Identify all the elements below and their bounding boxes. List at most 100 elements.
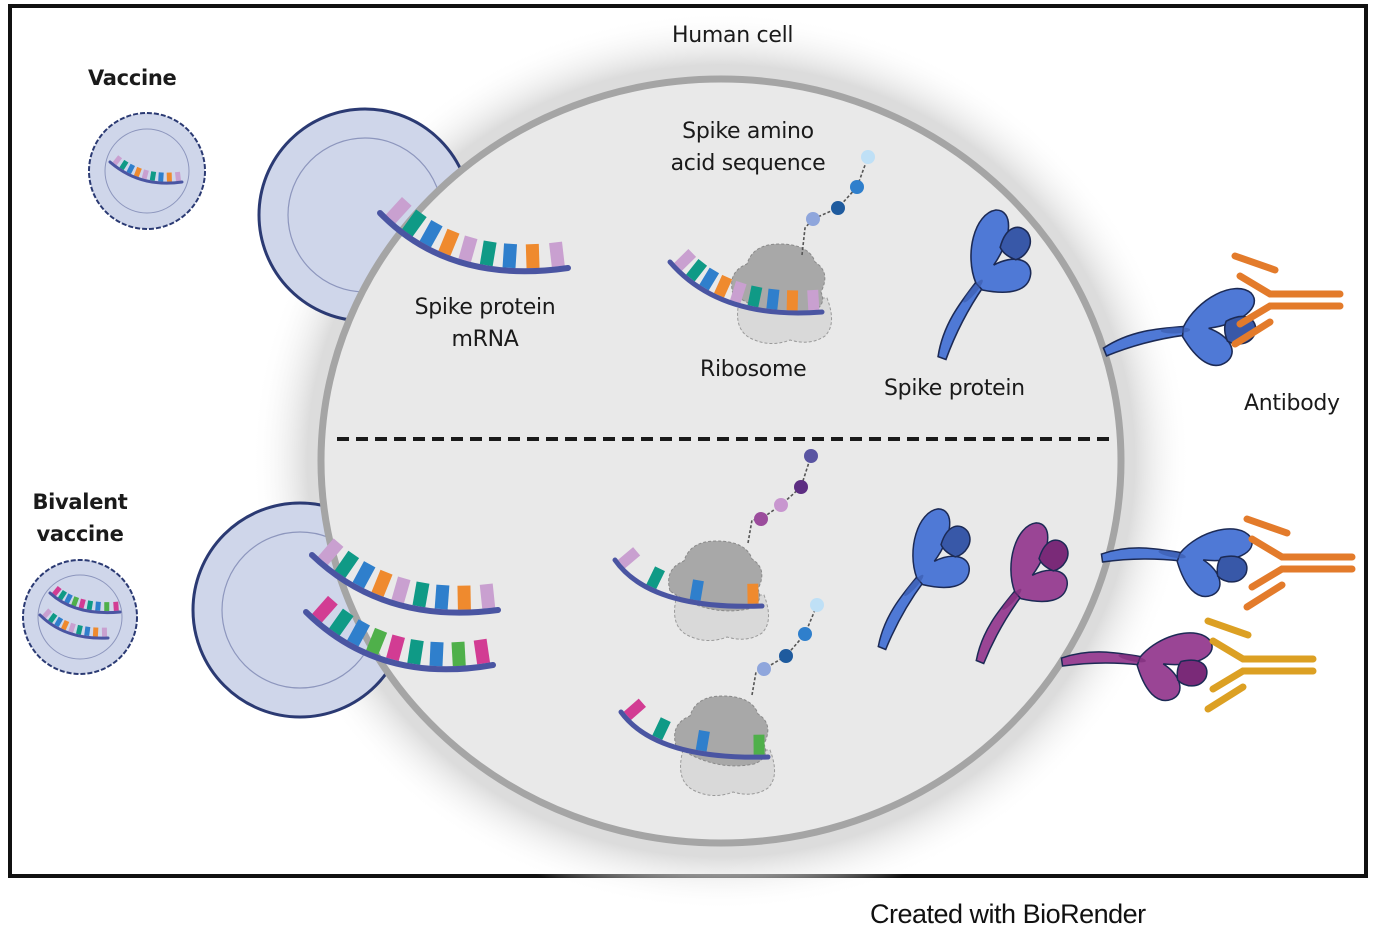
label-human-cell: Human cell [672, 23, 794, 48]
mrna-in-ribosome-bottom [618, 698, 771, 760]
spike-twist [1158, 550, 1186, 559]
label-vaccine: Vaccine [88, 66, 177, 90]
spike-protein-top-inside [937, 209, 1032, 361]
mrna-backbone [309, 552, 501, 616]
mrna-base-pink [317, 538, 344, 566]
mrna-base-blue [434, 584, 450, 610]
mrna-base-blue [84, 626, 91, 637]
mini-mrna-original [38, 608, 110, 640]
mrna-base-pink [68, 622, 76, 633]
mrna-base-teal [686, 258, 708, 282]
mrna-base-blue [64, 593, 73, 604]
mrna-backbone [48, 591, 122, 615]
spike-head [1010, 522, 1068, 603]
mrna-base-orange [457, 585, 471, 610]
mrna-base-blue [429, 641, 444, 667]
spike-twist [904, 574, 924, 596]
amino-acid [806, 212, 820, 226]
vaccine-icon [88, 112, 206, 230]
mrna-backbone [38, 613, 110, 640]
spike-head-dark-lobe [940, 525, 971, 558]
amino-acid [757, 662, 771, 676]
antibody-heavy-chain-lower [1209, 667, 1317, 693]
spike-head-dark-lobe [1216, 555, 1248, 583]
antibody-heavy-chain-lower [1248, 565, 1356, 591]
antibody-light-chain-lower [1231, 318, 1274, 348]
mrna-base-teal [479, 240, 497, 267]
mrna-base-magenta [473, 638, 491, 665]
mrna-base-blue [419, 220, 443, 248]
amino-acid [754, 512, 768, 526]
credit-text: Created with BioRender [870, 899, 1146, 929]
mrna-base-teal [646, 566, 665, 590]
mrna-base-teal [48, 612, 58, 624]
label-spike-protein: Spike protein [884, 376, 1025, 401]
amino-acid [774, 498, 788, 512]
mrna-base-pink [617, 547, 641, 569]
antibody-light-chain-lower [1204, 683, 1247, 713]
mrna-base-orange [371, 569, 393, 597]
mrna-base-pink [391, 576, 411, 604]
mrna-base-green [71, 596, 80, 607]
mrna-base-orange [133, 166, 142, 178]
mrna-base-orange [786, 290, 799, 311]
mrna-base-pink [807, 289, 820, 311]
spike-head-dark-lobe [1038, 539, 1069, 572]
mrna-base-pink [479, 583, 496, 609]
mrna-base-pink [730, 280, 747, 304]
mrna-base-pink [42, 608, 52, 619]
peptide-chain-variant [747, 449, 818, 544]
antibody-light-chain-lower [1243, 581, 1286, 611]
antibody-heavy-chain-upper [1209, 637, 1317, 663]
mrna-base-orange [92, 627, 99, 637]
mrna-base-blue [126, 163, 136, 175]
antibody-bivalent-orange [1243, 515, 1356, 611]
label-bivalent-vaccine-line1: Bivalent [32, 490, 128, 514]
spike-head [1181, 287, 1256, 367]
spike-protein-bivalent-variant-surface [1060, 632, 1213, 702]
label-spike-amino-line2: acid sequence [670, 151, 826, 176]
peptide-chain-top [801, 150, 875, 256]
bivalent-vaccine-icon [22, 559, 138, 675]
mrna-base-pink [101, 627, 108, 637]
mrna-base-green [451, 641, 466, 667]
mrna-base-orange [61, 619, 70, 631]
mrna-base-teal [149, 171, 157, 181]
mrna-base-teal [334, 550, 360, 578]
mrna-base-pink [674, 249, 697, 271]
mrna-base-green [753, 734, 765, 755]
spike-mrna-bivalent-original [309, 538, 501, 616]
mrna-base-blue [158, 172, 164, 182]
mrna-base-teal [652, 717, 671, 741]
spike-mrna-bivalent-variant [303, 595, 496, 673]
mrna-base-magenta [623, 698, 646, 721]
mrna-base-teal [402, 209, 427, 237]
label-spike-mrna-line1: Spike protein [414, 295, 556, 320]
mrna-base-pink [549, 241, 565, 267]
label-antibody: Antibody [1244, 391, 1340, 416]
mrna-backbone [612, 557, 765, 609]
antibody-light-chain-upper [1243, 515, 1291, 537]
mrna-base-blue [766, 288, 780, 310]
antibody-heavy-chain-lower [1236, 302, 1344, 328]
amino-acid [861, 150, 875, 164]
mrna-base-magenta [312, 595, 338, 623]
mrna-base-magenta [52, 585, 62, 597]
mrna-base-teal [75, 624, 83, 635]
spike-twist [1160, 327, 1191, 334]
mrna-base-green [366, 627, 388, 655]
mrna-base-blue [699, 267, 720, 291]
mrna-base-pink [141, 169, 149, 180]
amino-acid [804, 449, 818, 463]
mrna-base-blue [502, 243, 518, 269]
antibody-light-chain-upper [1231, 252, 1279, 274]
mrna-base-teal [57, 589, 68, 601]
mrna-base-teal [747, 285, 763, 308]
amino-acid [779, 649, 793, 663]
mrna-base-blue [95, 601, 101, 611]
antibody-heavy-chain-upper [1248, 535, 1356, 561]
spike-protein-bivalent-variant-inside [975, 522, 1069, 665]
mini-mrna [108, 155, 184, 185]
spike-protein-bivalent-original-inside [877, 508, 971, 651]
